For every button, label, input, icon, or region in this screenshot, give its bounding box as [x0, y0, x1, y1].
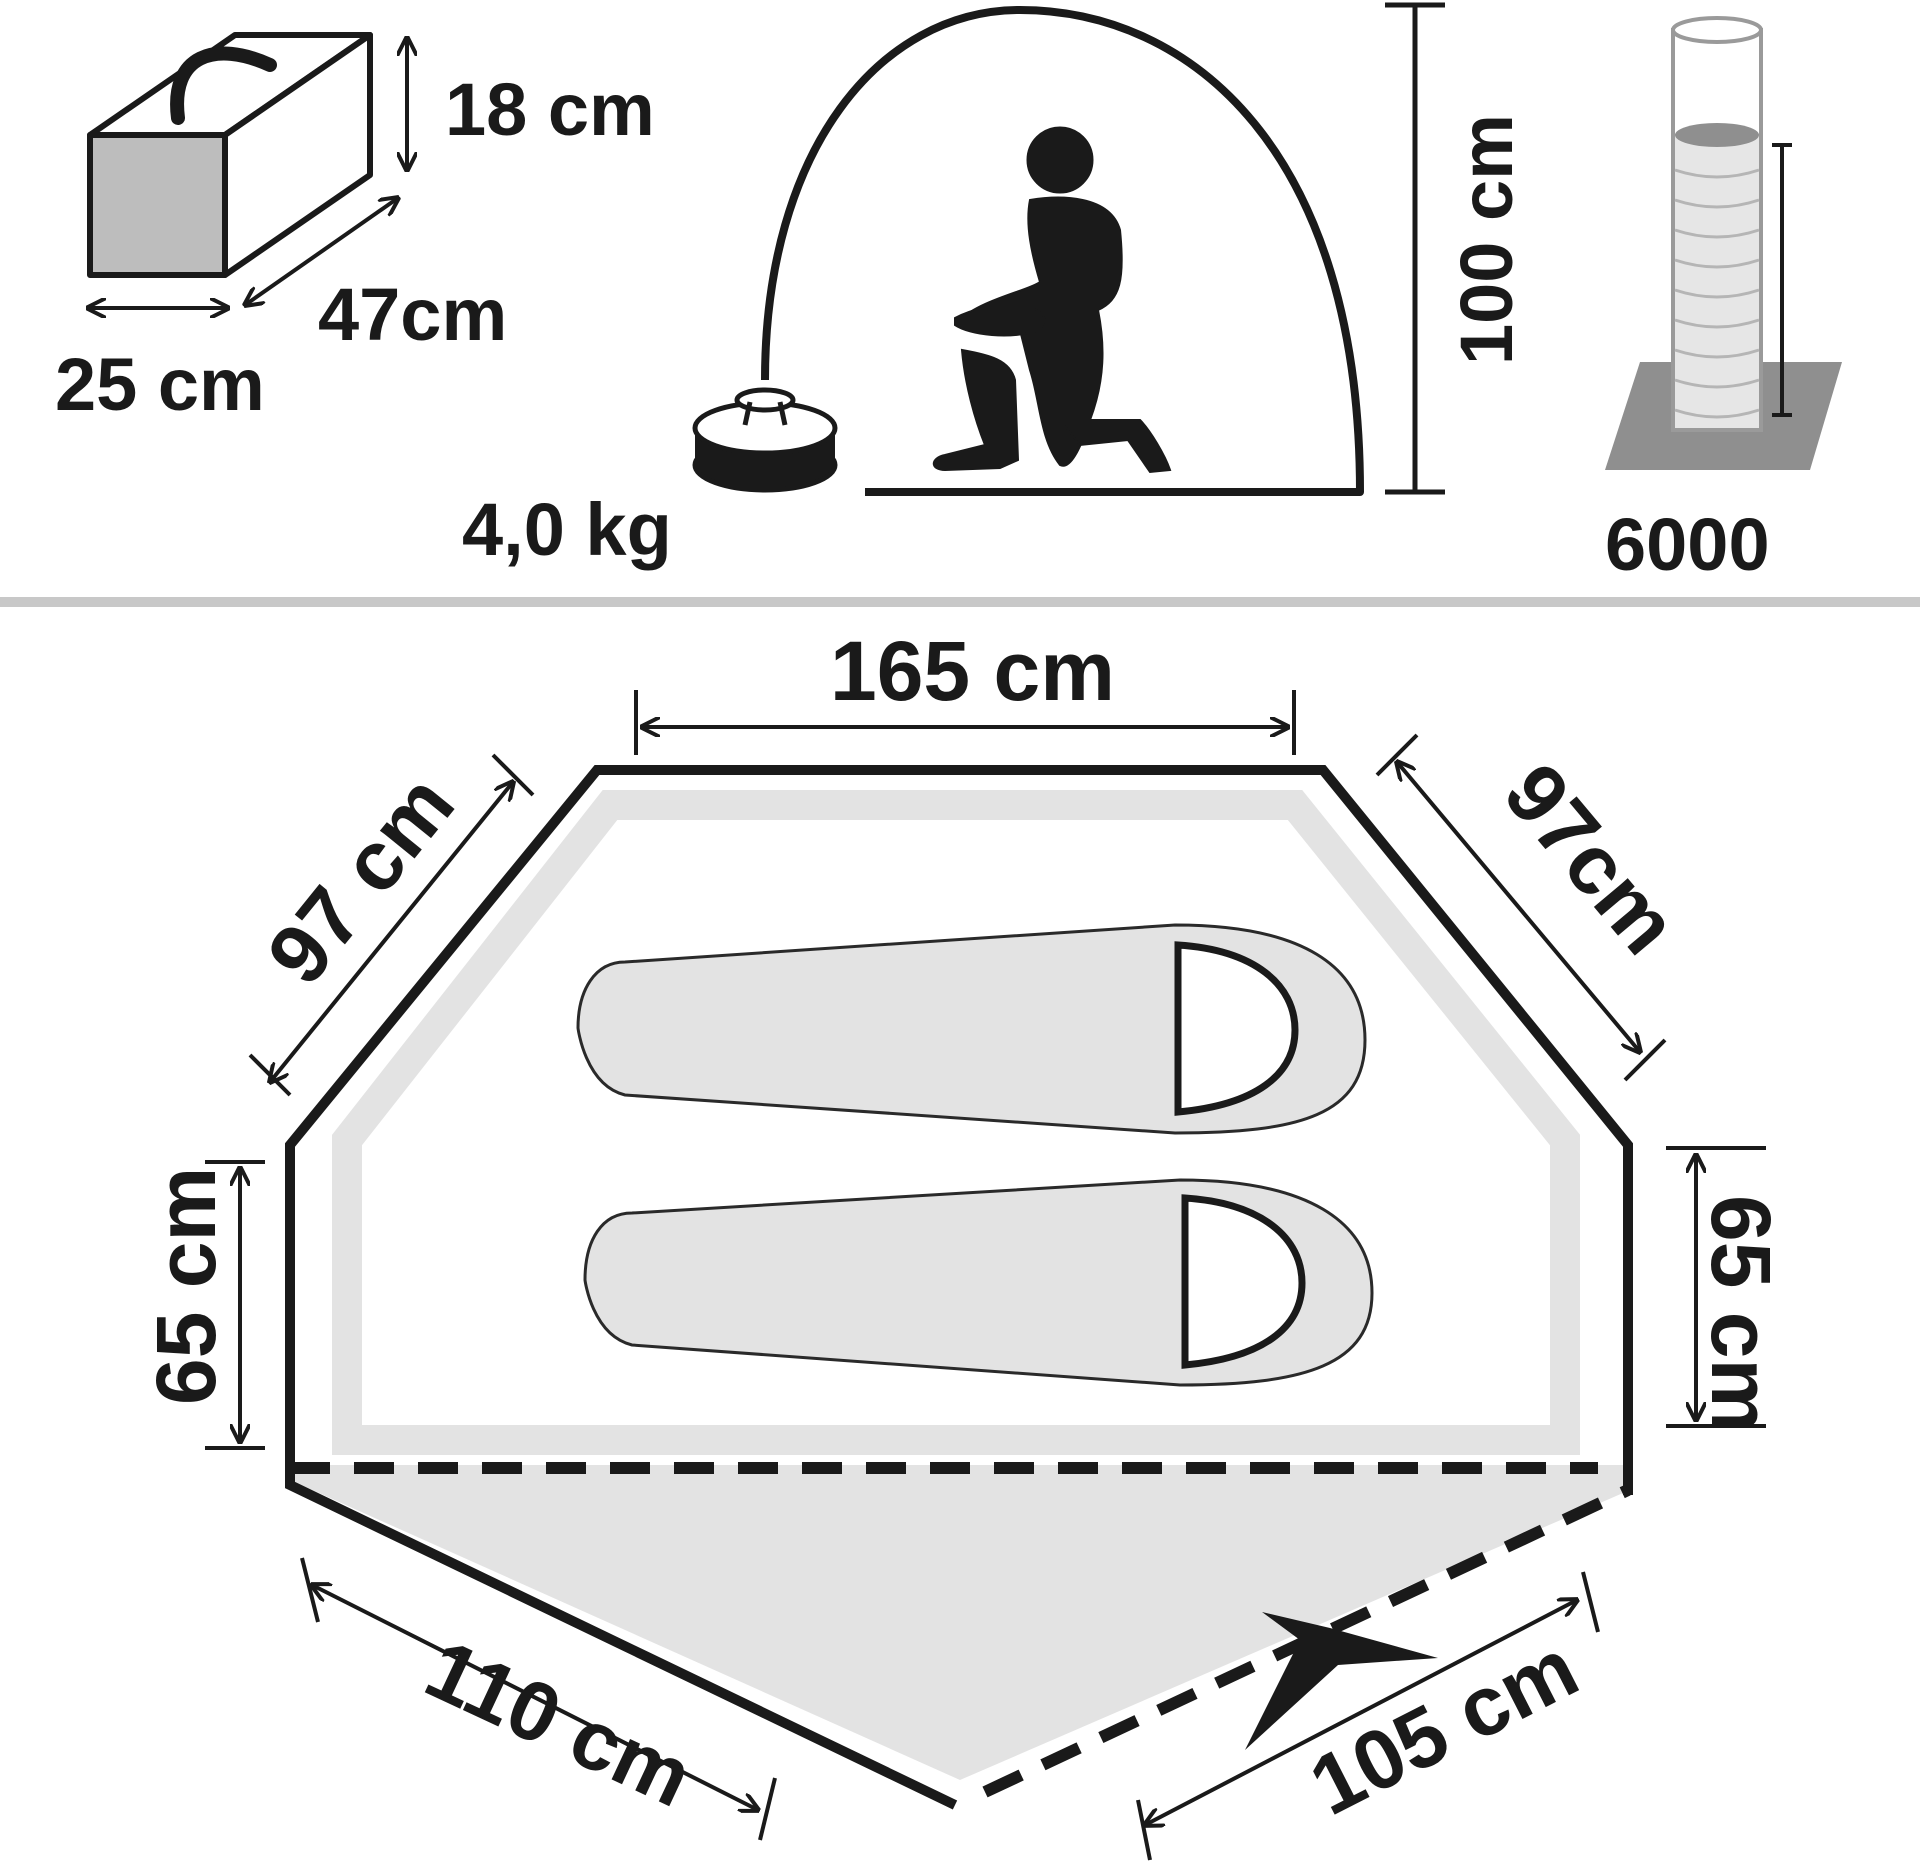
- stuff-sack-icon: [692, 387, 838, 493]
- weight-label: 4,0 kg: [462, 488, 672, 571]
- pack-length-label: 47cm: [318, 273, 507, 356]
- water-column-icon: [1605, 16, 1842, 470]
- pack-width-label: 25 cm: [55, 343, 265, 426]
- pack-bag-icon: [87, 32, 373, 278]
- tent-profile-icon: [761, 6, 1364, 496]
- height-dimension-line: [1385, 2, 1445, 495]
- person-icon: [932, 126, 1172, 474]
- right-side-label: 65 cm: [1694, 1195, 1788, 1433]
- floor-dimension-lines: [205, 690, 1766, 1861]
- sleeping-bag-icon: [576, 923, 1367, 1135]
- upper-right-edge-label: 97cm: [1486, 746, 1696, 971]
- inner-height-label: 100 cm: [1445, 114, 1528, 365]
- section-divider: [0, 597, 1920, 607]
- sleeping-bag-icon: [583, 1178, 1374, 1387]
- pack-height-label: 18 cm: [445, 68, 655, 151]
- pack-dimension-lines: [88, 38, 407, 308]
- water-column-label: 6000: [1605, 503, 1770, 586]
- left-side-label: 65 cm: [139, 1167, 233, 1405]
- tent-outline: [285, 765, 1633, 1810]
- vestibule-area: [290, 1465, 1630, 1780]
- vestibule-left-label: 110 cm: [412, 1621, 706, 1825]
- top-edge-label: 165 cm: [830, 624, 1115, 718]
